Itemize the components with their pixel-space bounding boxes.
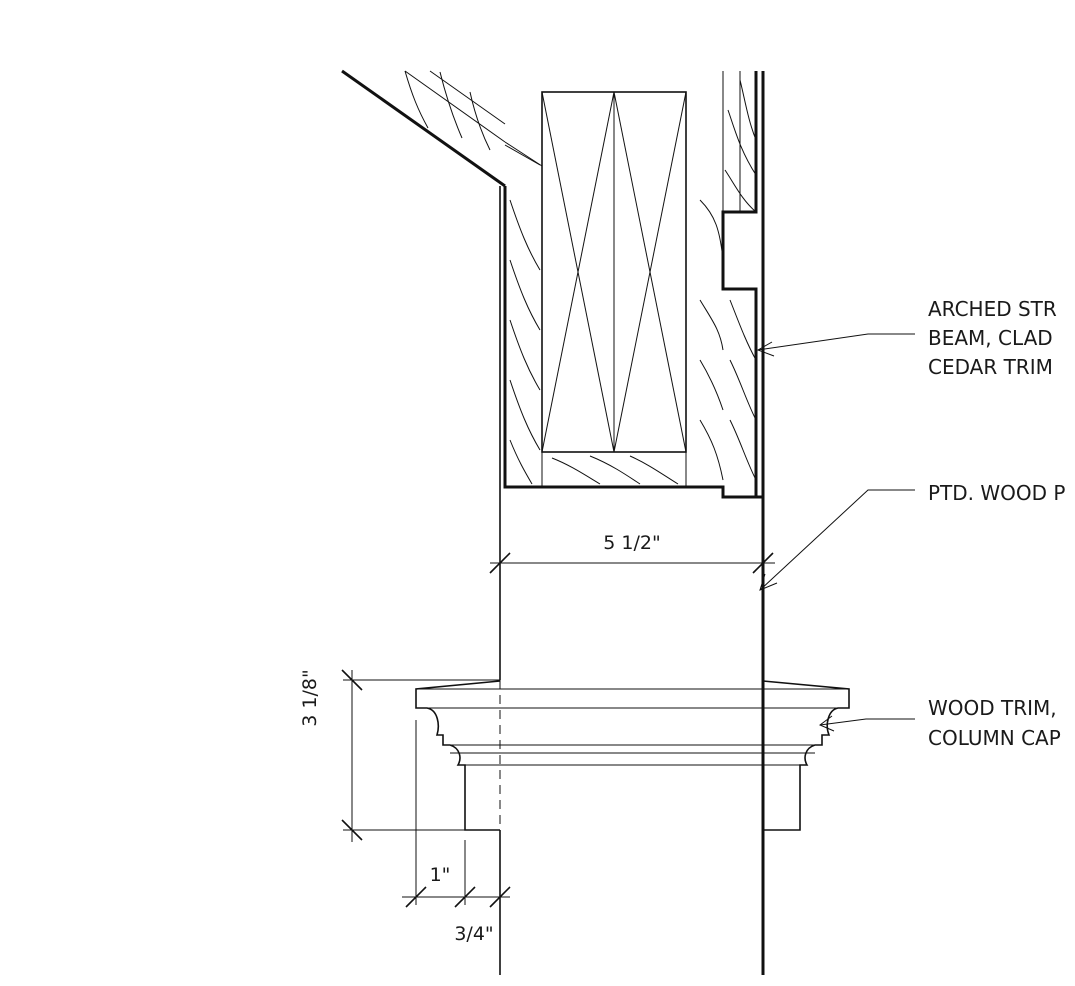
dimension-label-cap-projection: 1" [430,864,451,886]
wood-trim-column-cap [415,680,850,831]
note-beam-line-1: ARCHED STR [928,297,1057,321]
note-beam-line-3: CEDAR TRIM [928,355,1053,379]
note-cap-line-2: COLUMN CAP [928,726,1061,750]
leader-post [759,489,915,591]
dimension-cap-height: 3 1/8" [299,669,500,842]
arched-beam-section [503,71,765,975]
dimension-label-cap-offset: 3/4" [454,923,493,945]
note-post: PTD. WOOD P [928,481,1065,505]
leader-cap [819,715,915,732]
note-beam: ARCHED STR BEAM, CLAD CEDAR TRIM [928,297,1057,379]
dimension-label-cap-height: 3 1/8" [299,669,321,726]
note-cap-line-1: WOOD TRIM, [928,696,1057,720]
note-post-line-1: PTD. WOOD P [928,481,1065,505]
painted-wood-post [499,186,764,975]
roof-rafter [341,69,506,188]
note-beam-line-2: BEAM, CLAD [928,326,1053,350]
dimension-post-width: 5 1/2" [489,532,775,574]
leader-beam [756,333,915,357]
dimension-cap-projection: 1" 3/4" [402,720,511,945]
dimension-label-post-width: 5 1/2" [603,532,660,554]
note-cap: WOOD TRIM, COLUMN CAP [928,696,1061,750]
